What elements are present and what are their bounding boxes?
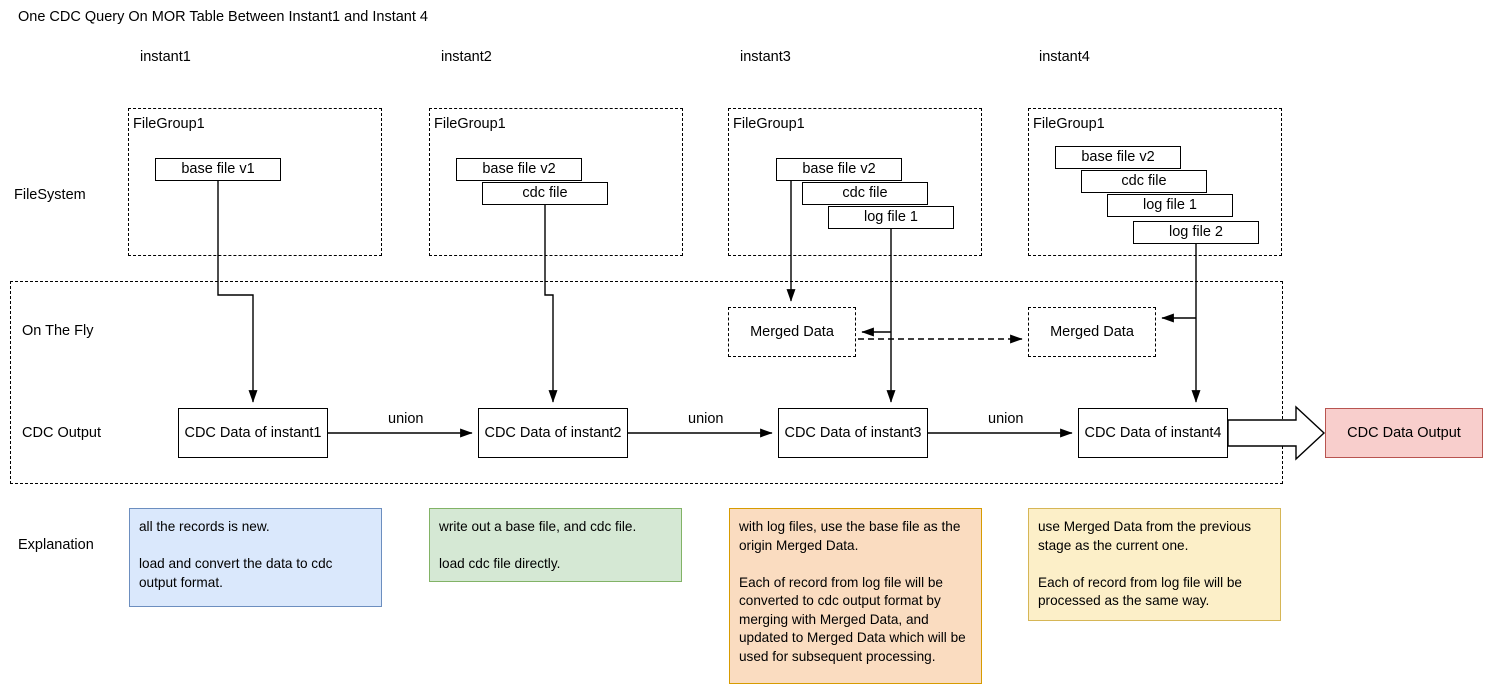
column-header-instant3: instant3 <box>740 49 791 65</box>
edge-label-union-2: union <box>685 411 727 428</box>
file-box-cdc-file[interactable]: cdc file <box>802 182 928 205</box>
filegroup-title: FileGroup1 <box>434 116 506 132</box>
column-header-instant2: instant2 <box>441 49 492 65</box>
row-label-on-the-fly: On The Fly <box>22 323 94 339</box>
explanation-paragraph: load and convert the data to cdc output … <box>139 556 333 590</box>
filegroup-box-instant4: FileGroup1 <box>1028 108 1282 256</box>
column-header-instant1: instant1 <box>140 49 191 65</box>
file-box-log-file-1[interactable]: log file 1 <box>1107 194 1233 217</box>
explanation-box-instant3: with log files, use the base file as the… <box>729 508 982 684</box>
explanation-paragraph: with log files, use the base file as the… <box>739 519 961 553</box>
explanation-paragraph: use Merged Data from the previous stage … <box>1038 519 1252 553</box>
edge-label-union-3: union <box>985 411 1027 428</box>
diagram-title: One CDC Query On MOR Table Between Insta… <box>18 9 428 25</box>
merged-data-box-instant4[interactable]: Merged Data <box>1028 307 1156 357</box>
cdc-data-box-instant3[interactable]: CDC Data of instant3 <box>778 408 928 458</box>
cdc-data-box-instant4[interactable]: CDC Data of instant4 <box>1078 408 1228 458</box>
filegroup-box-instant1: FileGroup1 <box>128 108 382 256</box>
file-box-cdc-file[interactable]: cdc file <box>482 182 608 205</box>
file-box-cdc-file[interactable]: cdc file <box>1081 170 1207 193</box>
file-box-log-file-1[interactable]: log file 1 <box>828 206 954 229</box>
file-box-base-file-v2[interactable]: base file v2 <box>1055 146 1181 169</box>
file-box-base-file-v1[interactable]: base file v1 <box>155 158 281 181</box>
processing-zone-box <box>10 281 1283 484</box>
file-box-base-file-v2[interactable]: base file v2 <box>776 158 902 181</box>
filegroup-title: FileGroup1 <box>1033 116 1105 132</box>
merged-data-box-instant3[interactable]: Merged Data <box>728 307 856 357</box>
cdc-data-box-instant2[interactable]: CDC Data of instant2 <box>478 408 628 458</box>
explanation-paragraph: all the records is new. <box>139 519 270 534</box>
explanation-paragraph: write out a base file, and cdc file. <box>439 519 637 534</box>
file-box-base-file-v2[interactable]: base file v2 <box>456 158 582 181</box>
row-label-explanation: Explanation <box>18 537 94 553</box>
explanation-box-instant1: all the records is new. load and convert … <box>129 508 382 607</box>
filegroup-title: FileGroup1 <box>733 116 805 132</box>
filegroup-box-instant3: FileGroup1 <box>728 108 982 256</box>
file-box-log-file-2[interactable]: log file 2 <box>1133 221 1259 244</box>
cdc-data-box-instant1[interactable]: CDC Data of instant1 <box>178 408 328 458</box>
explanation-paragraph: Each of record from log file will be con… <box>739 574 966 664</box>
edge-label-union-1: union <box>385 411 427 428</box>
cdc-data-output-box[interactable]: CDC Data Output <box>1325 408 1483 458</box>
filegroup-box-instant2: FileGroup1 <box>429 108 683 256</box>
row-label-cdc-output: CDC Output <box>22 425 101 441</box>
explanation-paragraph: Each of record from log file will be pro… <box>1038 574 1242 609</box>
explanation-paragraph: load cdc file directly. <box>439 556 561 571</box>
filegroup-title: FileGroup1 <box>133 116 205 132</box>
column-header-instant4: instant4 <box>1039 49 1090 65</box>
explanation-box-instant2: write out a base file, and cdc file. load… <box>429 508 682 582</box>
explanation-box-instant4: use Merged Data from the previous stage … <box>1028 508 1281 621</box>
row-label-filesystem: FileSystem <box>14 187 86 203</box>
